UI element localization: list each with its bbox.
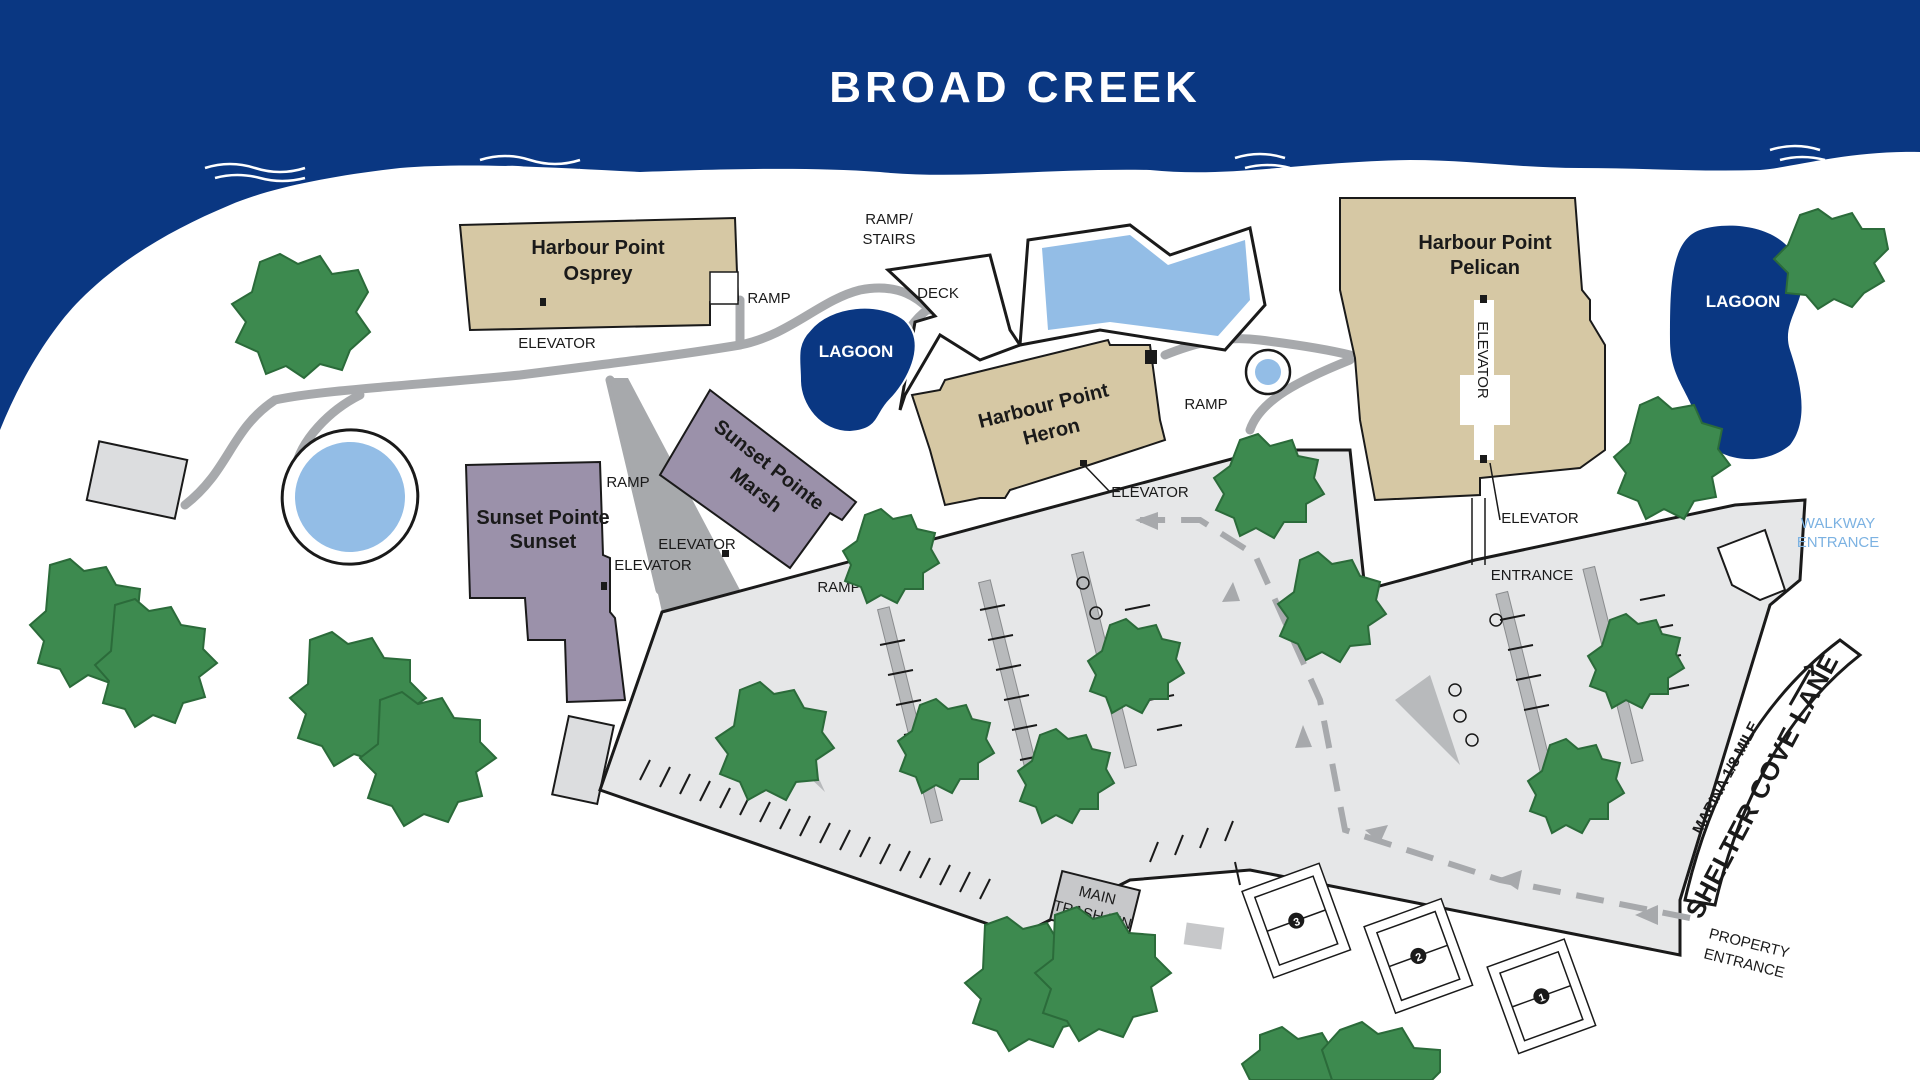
elevator-marker — [540, 298, 546, 306]
elevator-marker — [722, 550, 729, 557]
oval-pool — [295, 442, 405, 552]
utility-box — [1183, 922, 1225, 950]
elevator-marker — [1080, 460, 1087, 466]
median-right — [1395, 675, 1460, 765]
elevator-marsh-label: ELEVATOR — [658, 536, 736, 553]
traffic-arrow-heads — [1135, 512, 1658, 925]
elevator-pelican-vertical-label: ELEVATOR — [1474, 321, 1491, 399]
lagoon-left-label: LAGOON — [819, 342, 894, 361]
lagoon-right — [1670, 225, 1803, 460]
deck-outline — [884, 253, 1023, 411]
ramp-stairs-label-line2: STAIRS — [862, 231, 915, 248]
sunset-name-line1: Sunset Pointe — [476, 507, 609, 529]
building-heron[interactable]: Harbour Point Heron — [910, 338, 1167, 507]
shed-left — [85, 440, 189, 520]
building-pelican[interactable]: Harbour Point Pelican — [1339, 197, 1606, 502]
traffic-flow-dashes — [1140, 517, 1691, 921]
shelter-cove-lane — [1683, 638, 1863, 907]
pelican-name-line2: Pelican — [1450, 257, 1520, 279]
walkway-entrance-label-line1: WALKWAY — [1801, 515, 1875, 532]
ramp-sunset-label: RAMP — [606, 474, 649, 491]
elevator-heron-label: ELEVATOR — [1111, 484, 1189, 501]
tennis-court-3: 3 — [1241, 862, 1352, 979]
ramp-heron-label: RAMP — [1184, 396, 1227, 413]
shed-bottom — [551, 714, 615, 806]
pelican-name-line1: Harbour Point — [1418, 232, 1552, 254]
elevator-marker — [1480, 455, 1487, 463]
marina-direction-arrow — [1788, 664, 1815, 706]
tennis-court-2: 2 — [1363, 897, 1474, 1015]
osprey-name-line1: Harbour Point — [531, 237, 665, 259]
parking-stall-marks — [639, 759, 1241, 900]
entrance-label: ENTRANCE — [1491, 567, 1574, 584]
elevator-marker — [1480, 295, 1487, 303]
building-osprey[interactable]: Harbour Point Osprey — [458, 216, 740, 332]
broad-creek-water — [0, 0, 1920, 430]
elevator-pelican-label: ELEVATOR — [1501, 510, 1579, 527]
trees — [28, 207, 1890, 1080]
walkway-entrance-pad — [1716, 528, 1787, 602]
wave-marks — [204, 144, 1826, 183]
court-number: 1 — [1537, 991, 1547, 1004]
pool-top — [1042, 235, 1250, 336]
tennis-court-1: 1 — [1486, 938, 1597, 1055]
elevator-marker — [601, 582, 607, 590]
water-title: BROAD CREEK — [829, 63, 1201, 112]
court-number: 3 — [1292, 916, 1302, 929]
ramp-osprey-label: RAMP — [747, 290, 790, 307]
small-pool — [1255, 359, 1281, 385]
court-number: 2 — [1414, 951, 1424, 964]
osprey-name-line2: Osprey — [564, 263, 634, 285]
ramp-wedge-marsh — [610, 378, 740, 612]
building-sunset[interactable]: Sunset Pointe Sunset — [464, 460, 627, 704]
deck-label: DECK — [917, 285, 959, 302]
lagoon-right-label: LAGOON — [1706, 292, 1781, 311]
sunset-name-line2: Sunset — [510, 531, 577, 553]
elevator-osprey-label: ELEVATOR — [518, 335, 596, 352]
ramp-stairs-label-line1: RAMP/ — [865, 211, 913, 228]
elevator-sunset-label: ELEVATOR — [614, 557, 692, 574]
lagoon-left — [798, 306, 917, 434]
walkway-entrance-label-line2: ENTRANCE — [1797, 534, 1880, 551]
